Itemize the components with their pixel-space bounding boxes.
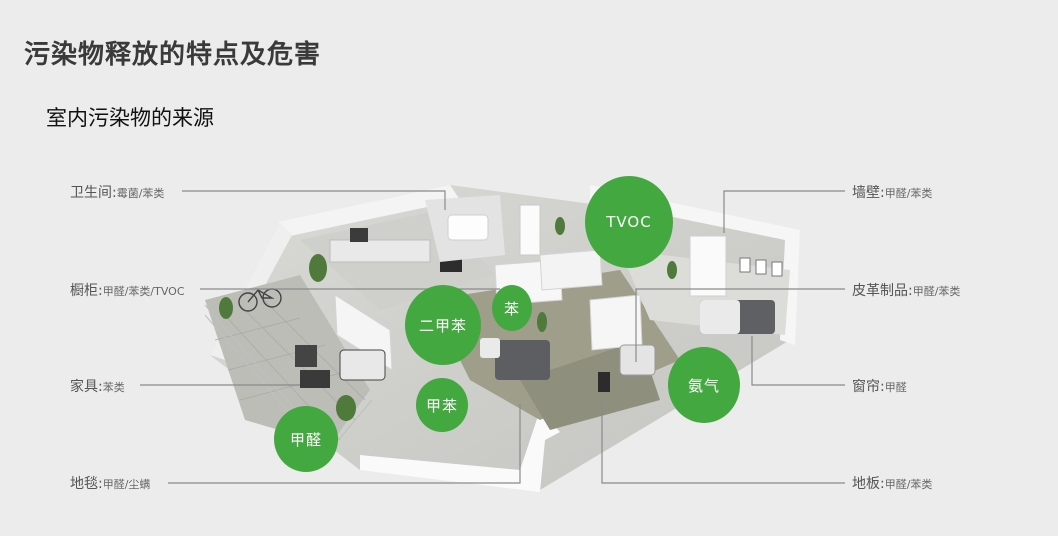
leader-bathroom xyxy=(182,190,446,210)
pollutant-bubble-tvoc: TVOC xyxy=(585,176,673,268)
outdoor-sofa xyxy=(339,349,386,381)
pollutant-bubble-toluene: 甲苯 xyxy=(416,378,468,432)
section-subtitle: 室内污染物的来源 xyxy=(46,106,214,130)
armchair xyxy=(295,345,317,367)
pollutant-bubble-formaldehyde: 甲醛 xyxy=(274,406,338,472)
source-label-floor: 地板:甲醛/苯类 xyxy=(852,476,933,492)
leader-floor xyxy=(601,404,845,484)
source-label-bathroom: 卫生间:霉菌/苯类 xyxy=(70,185,165,201)
page-title: 污染物释放的特点及危害 xyxy=(24,40,322,70)
leader-wall xyxy=(723,190,845,233)
balcony-floor xyxy=(205,275,370,445)
plants xyxy=(219,217,677,421)
wardrobe xyxy=(689,235,727,297)
source-label-carpet: 地毯:甲醛/尘螨 xyxy=(70,476,151,492)
bed-middle-pillow xyxy=(480,338,500,358)
pollutant-bubble-benzene: 苯 xyxy=(492,285,532,331)
bed-right-sheet xyxy=(700,300,740,334)
pollutant-bubble-xylene: 二甲苯 xyxy=(405,285,481,365)
outdoor-table xyxy=(300,370,330,388)
source-label-furniture: 家具:苯类 xyxy=(70,379,125,395)
bed-middle xyxy=(495,340,550,380)
source-label-leather: 皮革制品:甲醛/苯类 xyxy=(852,283,961,299)
pollutant-bubble-ammonia: 氨气 xyxy=(668,347,740,423)
bathtub xyxy=(447,214,489,241)
front-wall xyxy=(360,410,560,492)
source-label-curtain: 窗帘:甲醛 xyxy=(852,379,907,395)
right-wall xyxy=(590,185,800,345)
source-label-wall: 墙壁:甲醛/苯类 xyxy=(852,185,933,201)
back-wall xyxy=(278,185,460,236)
leader-leather xyxy=(635,288,845,362)
leader-carpet xyxy=(168,404,521,484)
source-label-cabinet: 橱柜:甲醛/苯类/TVOC xyxy=(70,283,185,299)
kitchen-counter xyxy=(329,239,431,263)
leader-curtain xyxy=(751,336,845,386)
kitchen-cabinet xyxy=(350,228,368,242)
door xyxy=(519,204,541,256)
